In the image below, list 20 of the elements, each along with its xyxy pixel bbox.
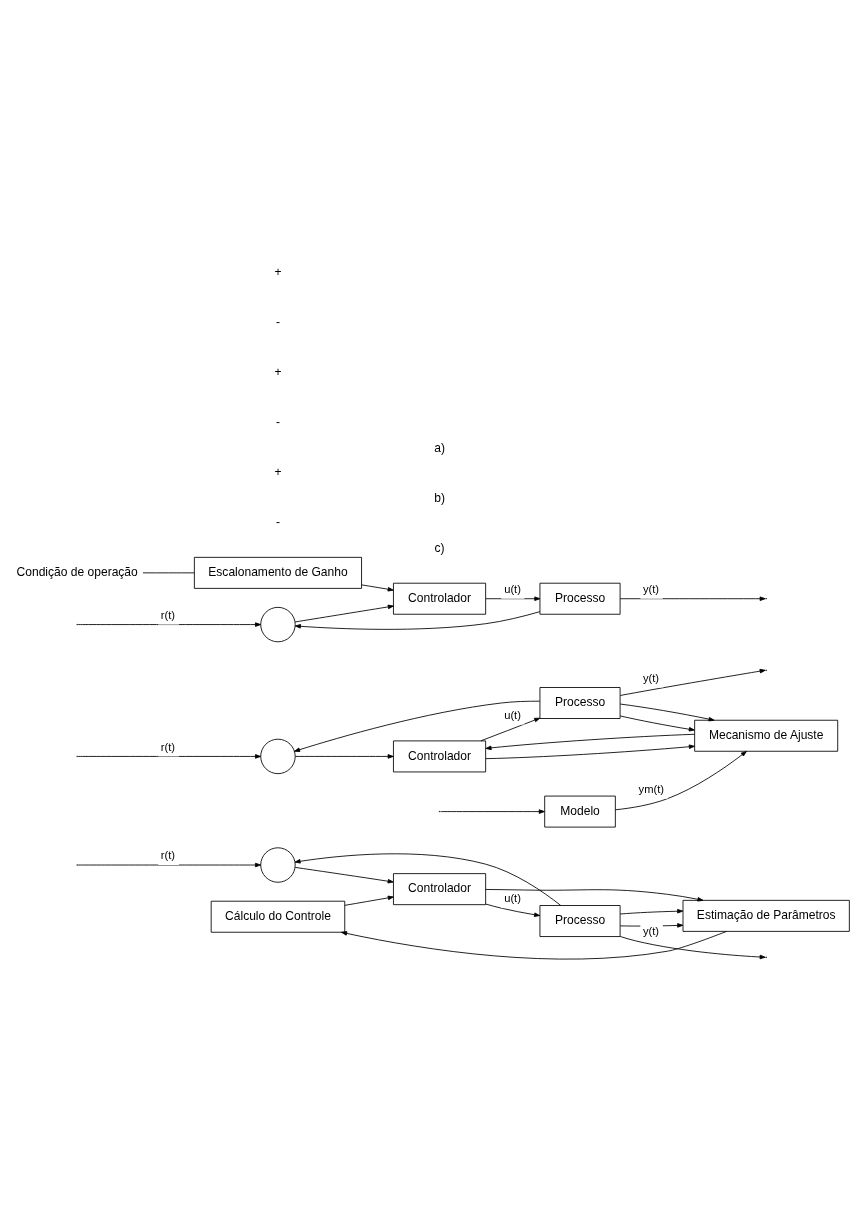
edge-label: ym(t) bbox=[638, 782, 665, 795]
edge-label: u(t) bbox=[504, 582, 521, 595]
label: b) bbox=[434, 490, 445, 505]
edge-label: r(t) bbox=[160, 848, 176, 861]
label: - bbox=[275, 514, 280, 529]
label: + bbox=[274, 364, 282, 379]
edge-label: y(t) bbox=[642, 924, 660, 937]
edge-label: r(t) bbox=[160, 608, 176, 621]
edge-label: y(t) bbox=[642, 582, 660, 595]
label: - bbox=[275, 414, 280, 429]
label: + bbox=[274, 264, 282, 279]
edge-label: r(t) bbox=[160, 740, 176, 753]
edge-label: u(t) bbox=[504, 708, 521, 721]
label: c) bbox=[434, 540, 445, 555]
edge-label: u(t) bbox=[504, 891, 521, 904]
edge-label: y(t) bbox=[642, 671, 660, 684]
label: a) bbox=[434, 440, 445, 455]
node-text: Condição de operação bbox=[16, 564, 138, 579]
label: - bbox=[275, 314, 280, 329]
label: + bbox=[274, 464, 282, 479]
